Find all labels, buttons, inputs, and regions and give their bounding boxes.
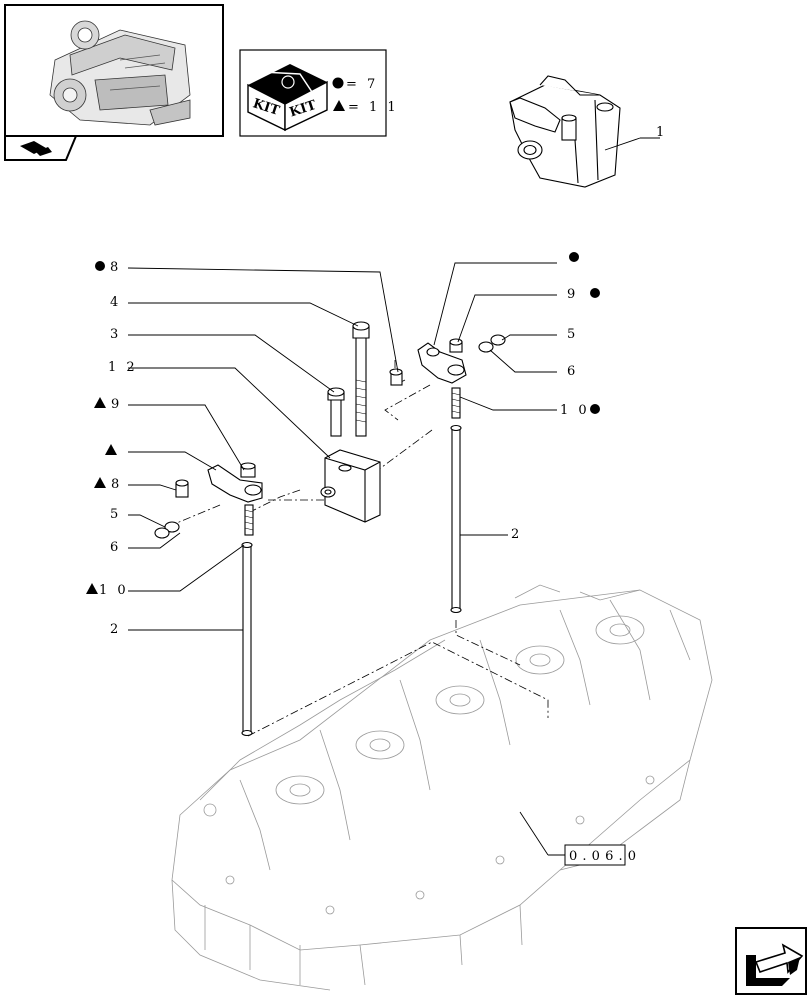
engine-thumbnail[interactable] xyxy=(4,4,224,137)
black-circle-icon xyxy=(569,252,579,262)
pad-right[interactable] xyxy=(449,338,463,353)
callout-5-right: 5 xyxy=(567,327,578,342)
screw-4[interactable] xyxy=(352,321,370,437)
leader-lines xyxy=(127,262,557,631)
book-arrow-icon xyxy=(20,141,52,156)
black-triangle-icon xyxy=(94,477,106,488)
cylinder-head-ghost xyxy=(171,584,713,991)
black-circle-icon xyxy=(332,77,344,89)
screw-left[interactable] xyxy=(175,479,189,498)
callout-4: 4 xyxy=(110,295,121,310)
next-page-arrow-icon xyxy=(746,943,804,986)
callout-1: 1 xyxy=(656,125,667,140)
callout-6-right: 6 xyxy=(567,364,578,379)
reference-leader xyxy=(519,811,549,856)
reference-text[interactable]: 0 . 0 6 . 0 xyxy=(569,849,637,864)
callout-2-lower: 2 xyxy=(110,622,121,637)
callout-5-left: 5 xyxy=(110,507,121,522)
black-circle-icon xyxy=(590,288,600,298)
next-page-button[interactable] xyxy=(735,927,807,995)
adjusting-screw-right[interactable] xyxy=(451,387,461,419)
black-triangle-icon xyxy=(94,397,106,408)
black-circle-icon xyxy=(95,261,105,271)
callout-9-triangle: 9 xyxy=(111,397,122,412)
callout-12: 1 2 xyxy=(108,360,138,375)
callouts-left: 8 4 3 1 2 9 8 5 6 1 0 2 xyxy=(86,260,138,637)
callout-3: 3 xyxy=(110,327,121,342)
ring-6-left xyxy=(154,527,170,539)
black-triangle-icon xyxy=(333,100,345,111)
callout-10-circle: 1 0 xyxy=(560,403,590,418)
reference-link[interactable]: 0 . 0 6 . 0 xyxy=(564,844,637,866)
engine-icon xyxy=(49,20,191,126)
screw-right[interactable] xyxy=(389,368,403,386)
left-rocker-group[interactable] xyxy=(154,462,263,539)
callout-2-upper: 2 xyxy=(511,527,522,542)
black-triangle-icon xyxy=(105,444,117,455)
assembly-centerlines xyxy=(159,360,549,737)
callout-8-triangle: 8 xyxy=(111,477,122,492)
adjusting-screw-left[interactable] xyxy=(244,504,254,536)
right-rocker-group[interactable] xyxy=(389,334,506,419)
kit-box-icon: KIT KIT xyxy=(247,64,328,132)
kit-legend: KIT KIT = 7 = 1 1 xyxy=(239,49,399,137)
circle-kit-count: = 7 xyxy=(346,77,378,92)
pad-left[interactable] xyxy=(240,462,256,478)
callout-9-circle: 9 xyxy=(567,287,578,302)
callouts-right: 9 5 6 1 0 2 xyxy=(511,252,600,542)
ring-6-right xyxy=(478,341,494,353)
black-circle-icon xyxy=(590,404,600,414)
screw-3[interactable] xyxy=(327,387,345,437)
push-rod-left[interactable] xyxy=(241,541,253,737)
callout-8-circle: 8 xyxy=(110,260,121,275)
section-tab[interactable] xyxy=(4,135,78,161)
callout-6-left: 6 xyxy=(110,540,121,555)
rocker-support-assembly[interactable] xyxy=(509,75,660,188)
black-triangle-icon xyxy=(86,583,98,594)
triangle-kit-count: = 1 1 xyxy=(348,100,399,115)
callout-10-triangle: 1 0 xyxy=(99,583,129,598)
ring-5-right xyxy=(490,334,506,346)
rocker-support-block[interactable] xyxy=(320,449,381,523)
push-rod-right[interactable] xyxy=(450,424,462,614)
